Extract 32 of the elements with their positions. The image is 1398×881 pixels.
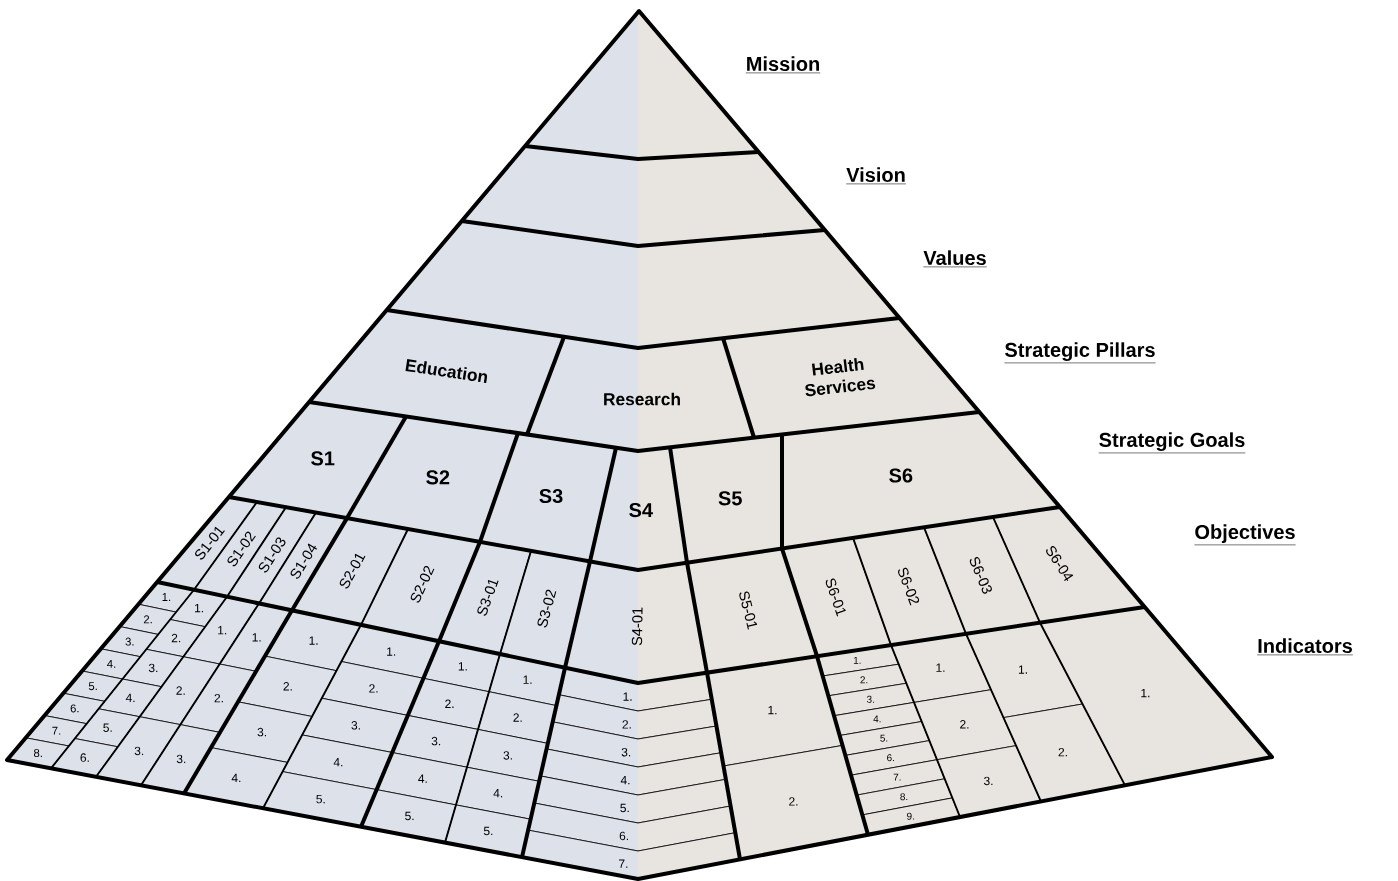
objective-cell: S6-03	[923, 516, 1041, 635]
objective-cell: S6-02	[852, 526, 967, 646]
objective-cell: S4-01	[564, 561, 708, 684]
tier-label: Vision	[845, 167, 907, 185]
indicator-cell: 1.	[890, 633, 992, 703]
goal-cell: S4	[589, 446, 688, 571]
indicator-cell: 2.	[723, 745, 869, 860]
indicator-cell: 2.	[1003, 703, 1126, 802]
indicator-cell: 5.	[444, 804, 531, 858]
indicator-cell: 3.	[391, 715, 479, 768]
indicator-cell: 3.	[466, 729, 549, 782]
tier-label: Strategic Goals	[1098, 432, 1246, 454]
indicator-cell: 1.	[965, 622, 1083, 718]
indicator-cell: 4.	[455, 766, 540, 820]
indicator-cell: 1.	[706, 655, 843, 767]
pillar-cell: Research	[526, 336, 755, 452]
indicator-cell: 4.	[376, 752, 468, 806]
indicator-cell: 2.	[407, 677, 490, 730]
indicator-cell: 2.	[321, 661, 424, 716]
objective-cell: S5-01	[686, 548, 818, 674]
indicator-cell: 2.	[477, 691, 557, 744]
indicator-cell: 5.	[360, 789, 457, 843]
indicator-cell: 2.	[237, 655, 337, 717]
tier-label: Mission	[745, 56, 821, 74]
tier-label: Objectives	[1194, 524, 1296, 546]
tier-label: Values	[923, 250, 987, 268]
indicator-cell: 4.	[282, 734, 393, 790]
indicator-cell: 3.	[301, 697, 409, 753]
indicator-cell: 2.	[913, 689, 1017, 761]
tier-label: Strategic Pillars	[1004, 342, 1156, 364]
indicator-cell: 4.	[98, 678, 162, 718]
indicator-cell: 5.	[262, 771, 377, 828]
